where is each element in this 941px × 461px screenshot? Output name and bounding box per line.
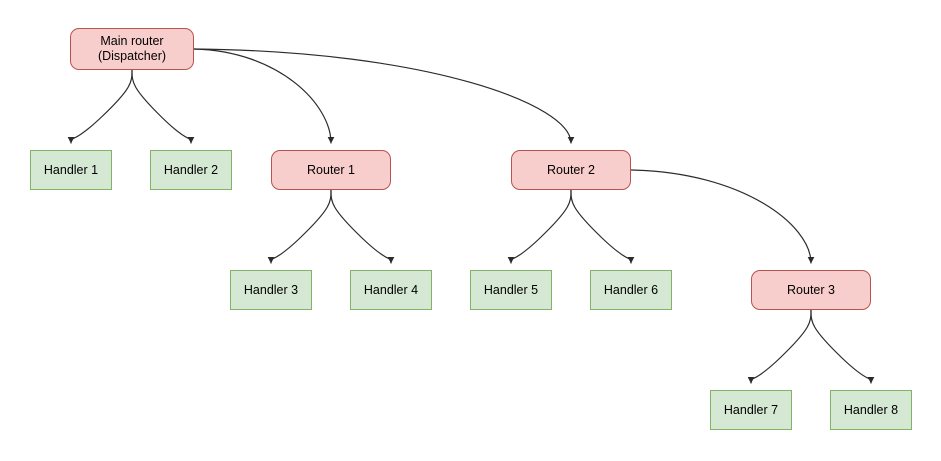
node-handler-1[interactable]: Handler 1 bbox=[30, 150, 112, 190]
node-label: Handler 2 bbox=[163, 162, 219, 177]
node-handler-4[interactable]: Handler 4 bbox=[350, 270, 432, 310]
edge-router-3-to-handler-7 bbox=[747, 309, 812, 384]
node-handler-7[interactable]: Handler 7 bbox=[710, 390, 792, 430]
node-label: Handler 5 bbox=[483, 282, 539, 297]
node-handler-2[interactable]: Handler 2 bbox=[150, 150, 232, 190]
edge-main-router-to-router-1 bbox=[193, 48, 335, 144]
edge-main-router-to-handler-1 bbox=[67, 69, 133, 144]
node-main-router[interactable]: Main router (Dispatcher) bbox=[70, 28, 194, 70]
edge-router-2-to-handler-6 bbox=[570, 189, 635, 264]
node-handler-6[interactable]: Handler 6 bbox=[590, 270, 672, 310]
node-handler-3[interactable]: Handler 3 bbox=[230, 270, 312, 310]
edge-router-2-to-router-3 bbox=[630, 169, 815, 264]
node-label: Router 1 bbox=[307, 162, 355, 177]
edge-router-1-to-handler-4 bbox=[330, 189, 395, 264]
node-router-2[interactable]: Router 2 bbox=[511, 150, 631, 190]
node-label: Handler 7 bbox=[723, 402, 779, 417]
node-handler-8[interactable]: Handler 8 bbox=[830, 390, 912, 430]
node-router-3[interactable]: Router 3 bbox=[751, 270, 871, 310]
node-label: Handler 8 bbox=[843, 402, 899, 417]
node-label: Main router (Dispatcher) bbox=[97, 34, 167, 63]
node-router-1[interactable]: Router 1 bbox=[271, 150, 391, 190]
node-handler-5[interactable]: Handler 5 bbox=[470, 270, 552, 310]
edge-router-3-to-handler-8 bbox=[810, 309, 875, 384]
edge-router-1-to-handler-3 bbox=[267, 189, 332, 264]
edge-paths bbox=[67, 48, 875, 384]
edge-router-2-to-handler-5 bbox=[507, 189, 572, 264]
node-label: Router 2 bbox=[547, 162, 595, 177]
node-label: Router 3 bbox=[787, 282, 835, 297]
node-label: Handler 1 bbox=[43, 162, 99, 177]
node-label: Handler 4 bbox=[363, 282, 419, 297]
edge-main-router-to-handler-2 bbox=[131, 69, 195, 144]
node-label: Handler 3 bbox=[243, 282, 299, 297]
node-label: Handler 6 bbox=[603, 282, 659, 297]
edge-main-router-to-router-2 bbox=[193, 48, 575, 144]
